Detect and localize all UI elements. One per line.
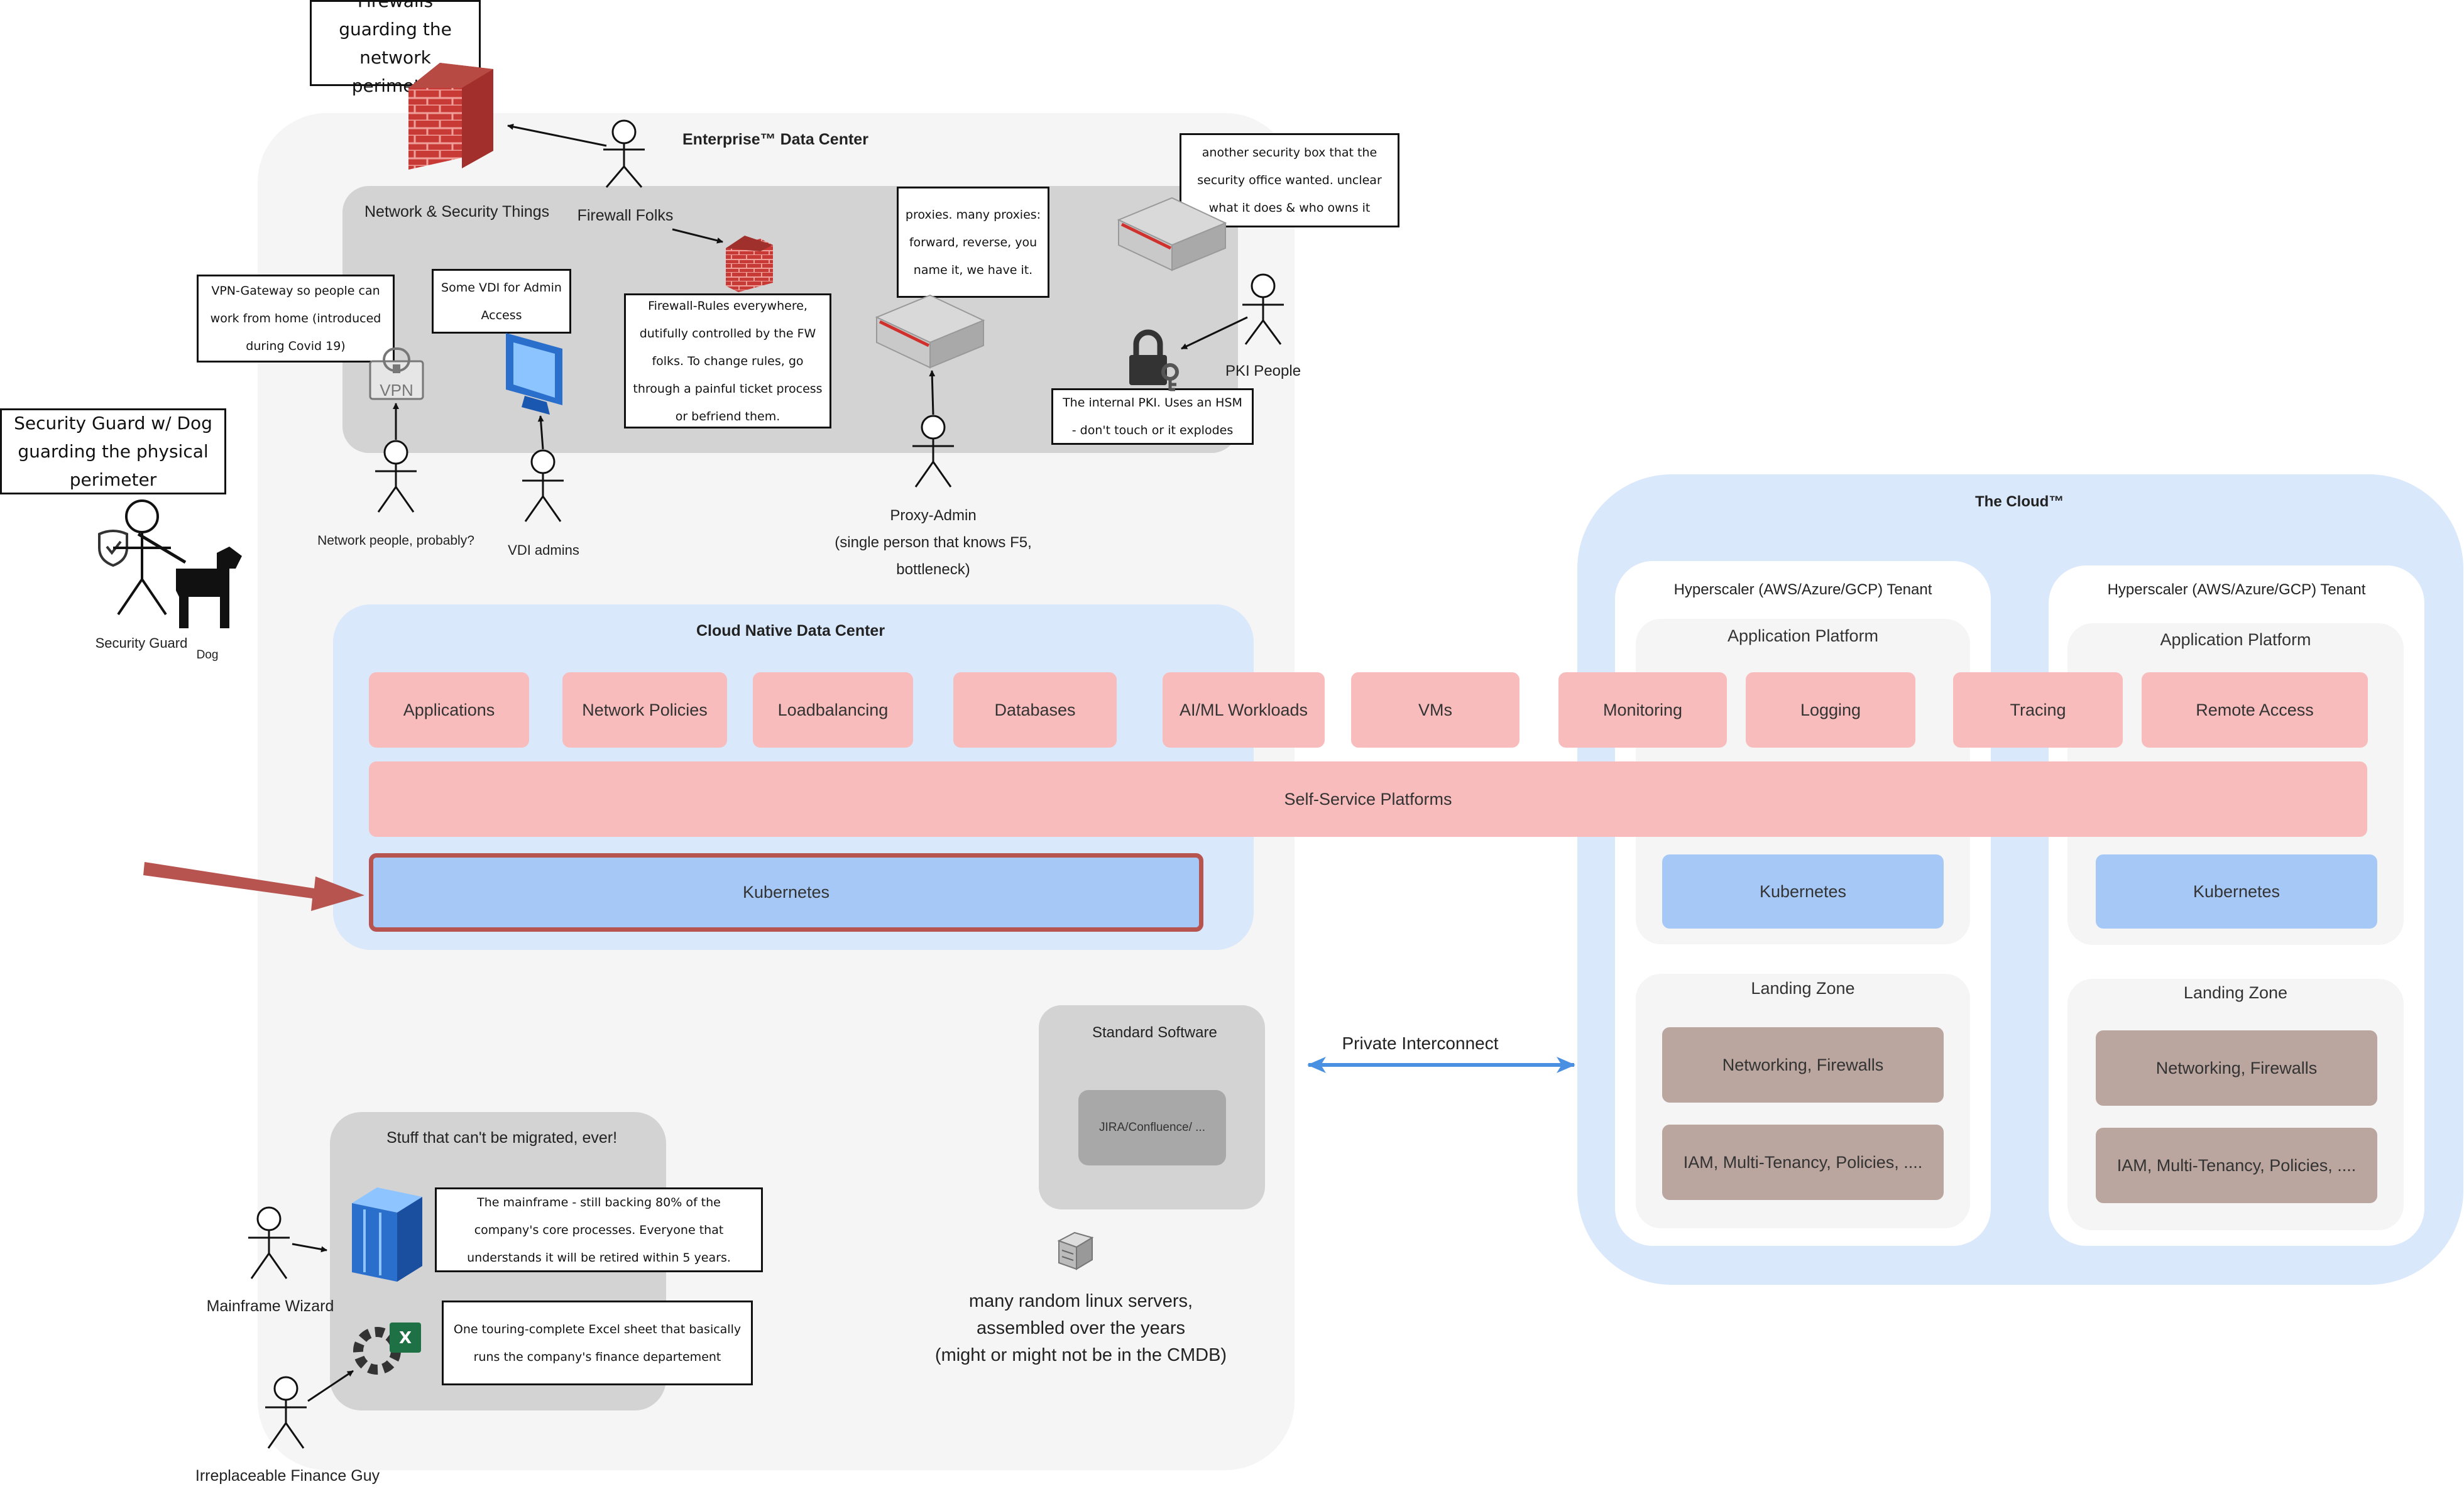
label-proxy-admin-2: (single person that knows F5, [835,534,1032,551]
note-security-guard: Security Guard w/ Dog guarding the physi… [0,408,226,494]
kubernetes-on-prem: Kubernetes [369,853,1203,932]
highlight-arrow [143,862,364,911]
tenant-2-title: Hyperscaler (AWS/Azure/GCP) Tenant [2107,581,2366,598]
vpn-label: VPN [380,381,413,400]
label-mainframe-wizard: Mainframe Wizard [206,1297,334,1315]
label-proxy-admin-3: bottleneck) [896,561,970,578]
tenant-1-networking: Networking, Firewalls [1662,1027,1944,1103]
item-network-policies: Network Policies [562,672,727,748]
proxy-admin-figure [912,415,954,488]
note-excel: One touring-complete Excel sheet that ba… [442,1301,753,1385]
tenant-2-iam: IAM, Multi-Tenancy, Policies, .... [2096,1128,2377,1203]
legacy-title: Stuff that can't be migrated, ever! [386,1129,618,1147]
label-firewall-folks: Firewall Folks [577,207,674,224]
item-applications: Applications [369,672,529,748]
firewall-folks-figure [603,119,645,188]
tenant-1-app-platform-title: Application Platform [1727,626,1879,645]
shield-icon [98,530,128,567]
note-firewall-rules: Firewall-Rules everywhere, dutifully con… [624,293,831,428]
security-box-icon [1117,197,1227,271]
label-private-interconnect: Private Interconnect [1342,1034,1499,1053]
label-security-guard: Security Guard [95,635,188,651]
note-vpn: VPN-Gateway so people can work from home… [197,275,395,363]
tenant-2-networking: Networking, Firewalls [2096,1030,2377,1106]
svg-text:X: X [399,1329,412,1348]
label-proxy-admin-1: Proxy-Admin [890,507,977,524]
item-databases: Databases [953,672,1117,748]
label-linux-servers-2: assembled over the years [976,1318,1186,1338]
item-vms: VMs [1351,672,1519,748]
tenant-1-landing-zone-title: Landing Zone [1751,979,1855,998]
tenant-2-landing-zone-title: Landing Zone [2183,983,2288,1002]
cloud-title: The Cloud™ [1975,493,2064,510]
linux-server-icon [1057,1231,1094,1270]
firewall-big-icon [408,63,493,170]
note-firewalls: Firewalls guarding the network perimeter [310,0,481,96]
label-finance-guy: Irreplaceable Finance Guy [195,1467,380,1485]
stick-figures [113,119,1284,1449]
vdi-admins-figure [522,449,564,522]
note-proxies: proxies. many proxies: forward, reverse,… [897,187,1049,298]
note-security-box: another security box that the security o… [1180,133,1399,227]
vdi-monitor-icon [506,333,562,415]
security-guard-figure [113,499,171,616]
note-mainframe: The mainframe - still backing 80% of the… [435,1187,763,1272]
enterprise-title: Enterprise™ Data Center [682,131,868,148]
mainframe-icon [352,1187,422,1282]
label-pki-people: PKI People [1225,363,1301,379]
tenant-1-iam: IAM, Multi-Tenancy, Policies, .... [1662,1125,1944,1200]
cloud-native-title: Cloud Native Data Center [696,622,885,640]
label-network-people: Network people, probably? [317,533,474,548]
pki-lock-icon [1129,329,1179,391]
excel-gear-icon: X [353,1323,421,1375]
label-linux-servers-1: many random linux servers, [968,1291,1193,1311]
jira-label: JIRA/Confluence/ ... [1099,1121,1205,1134]
pki-people-figure [1242,273,1284,345]
item-remote-access: Remote Access [2142,672,2368,748]
standard-software-title: Standard Software [1092,1024,1217,1041]
note-pki: The internal PKI. Uses an HSM - don't to… [1051,388,1254,445]
vpn-icon: VPN [369,347,424,400]
network-people-figure [375,440,417,513]
tenant-2-app-platform-title: Application Platform [2160,630,2311,649]
arrows [292,123,1248,1402]
label-dog: Dog [196,648,219,662]
firewall-small-icon [726,236,773,292]
network-security-title: Network & Security Things [364,203,550,221]
note-vdi: Some VDI for Admin Access [432,269,571,334]
item-tracing: Tracing [1953,672,2123,748]
proxy-device-icon [875,294,985,369]
item-ai-ml-workloads: AI/ML Workloads [1163,672,1325,748]
jira-box: JIRA/Confluence/ ... [1078,1090,1226,1165]
self-service-platforms: Self-Service Platforms [369,761,2367,837]
item-loadbalancing: Loadbalancing [753,672,913,748]
label-linux-servers-3: (might or might not be in the CMDB) [934,1345,1227,1365]
mainframe-wizard-figure [248,1206,290,1279]
tenant-1-title: Hyperscaler (AWS/Azure/GCP) Tenant [1673,581,1932,598]
tenant-2-kubernetes: Kubernetes [2096,854,2377,929]
item-monitoring: Monitoring [1558,672,1727,748]
tenant-1-kubernetes: Kubernetes [1662,854,1944,929]
label-vdi-admins: VDI admins [508,542,579,558]
item-logging: Logging [1746,672,1915,748]
finance-guy-figure [265,1376,307,1449]
